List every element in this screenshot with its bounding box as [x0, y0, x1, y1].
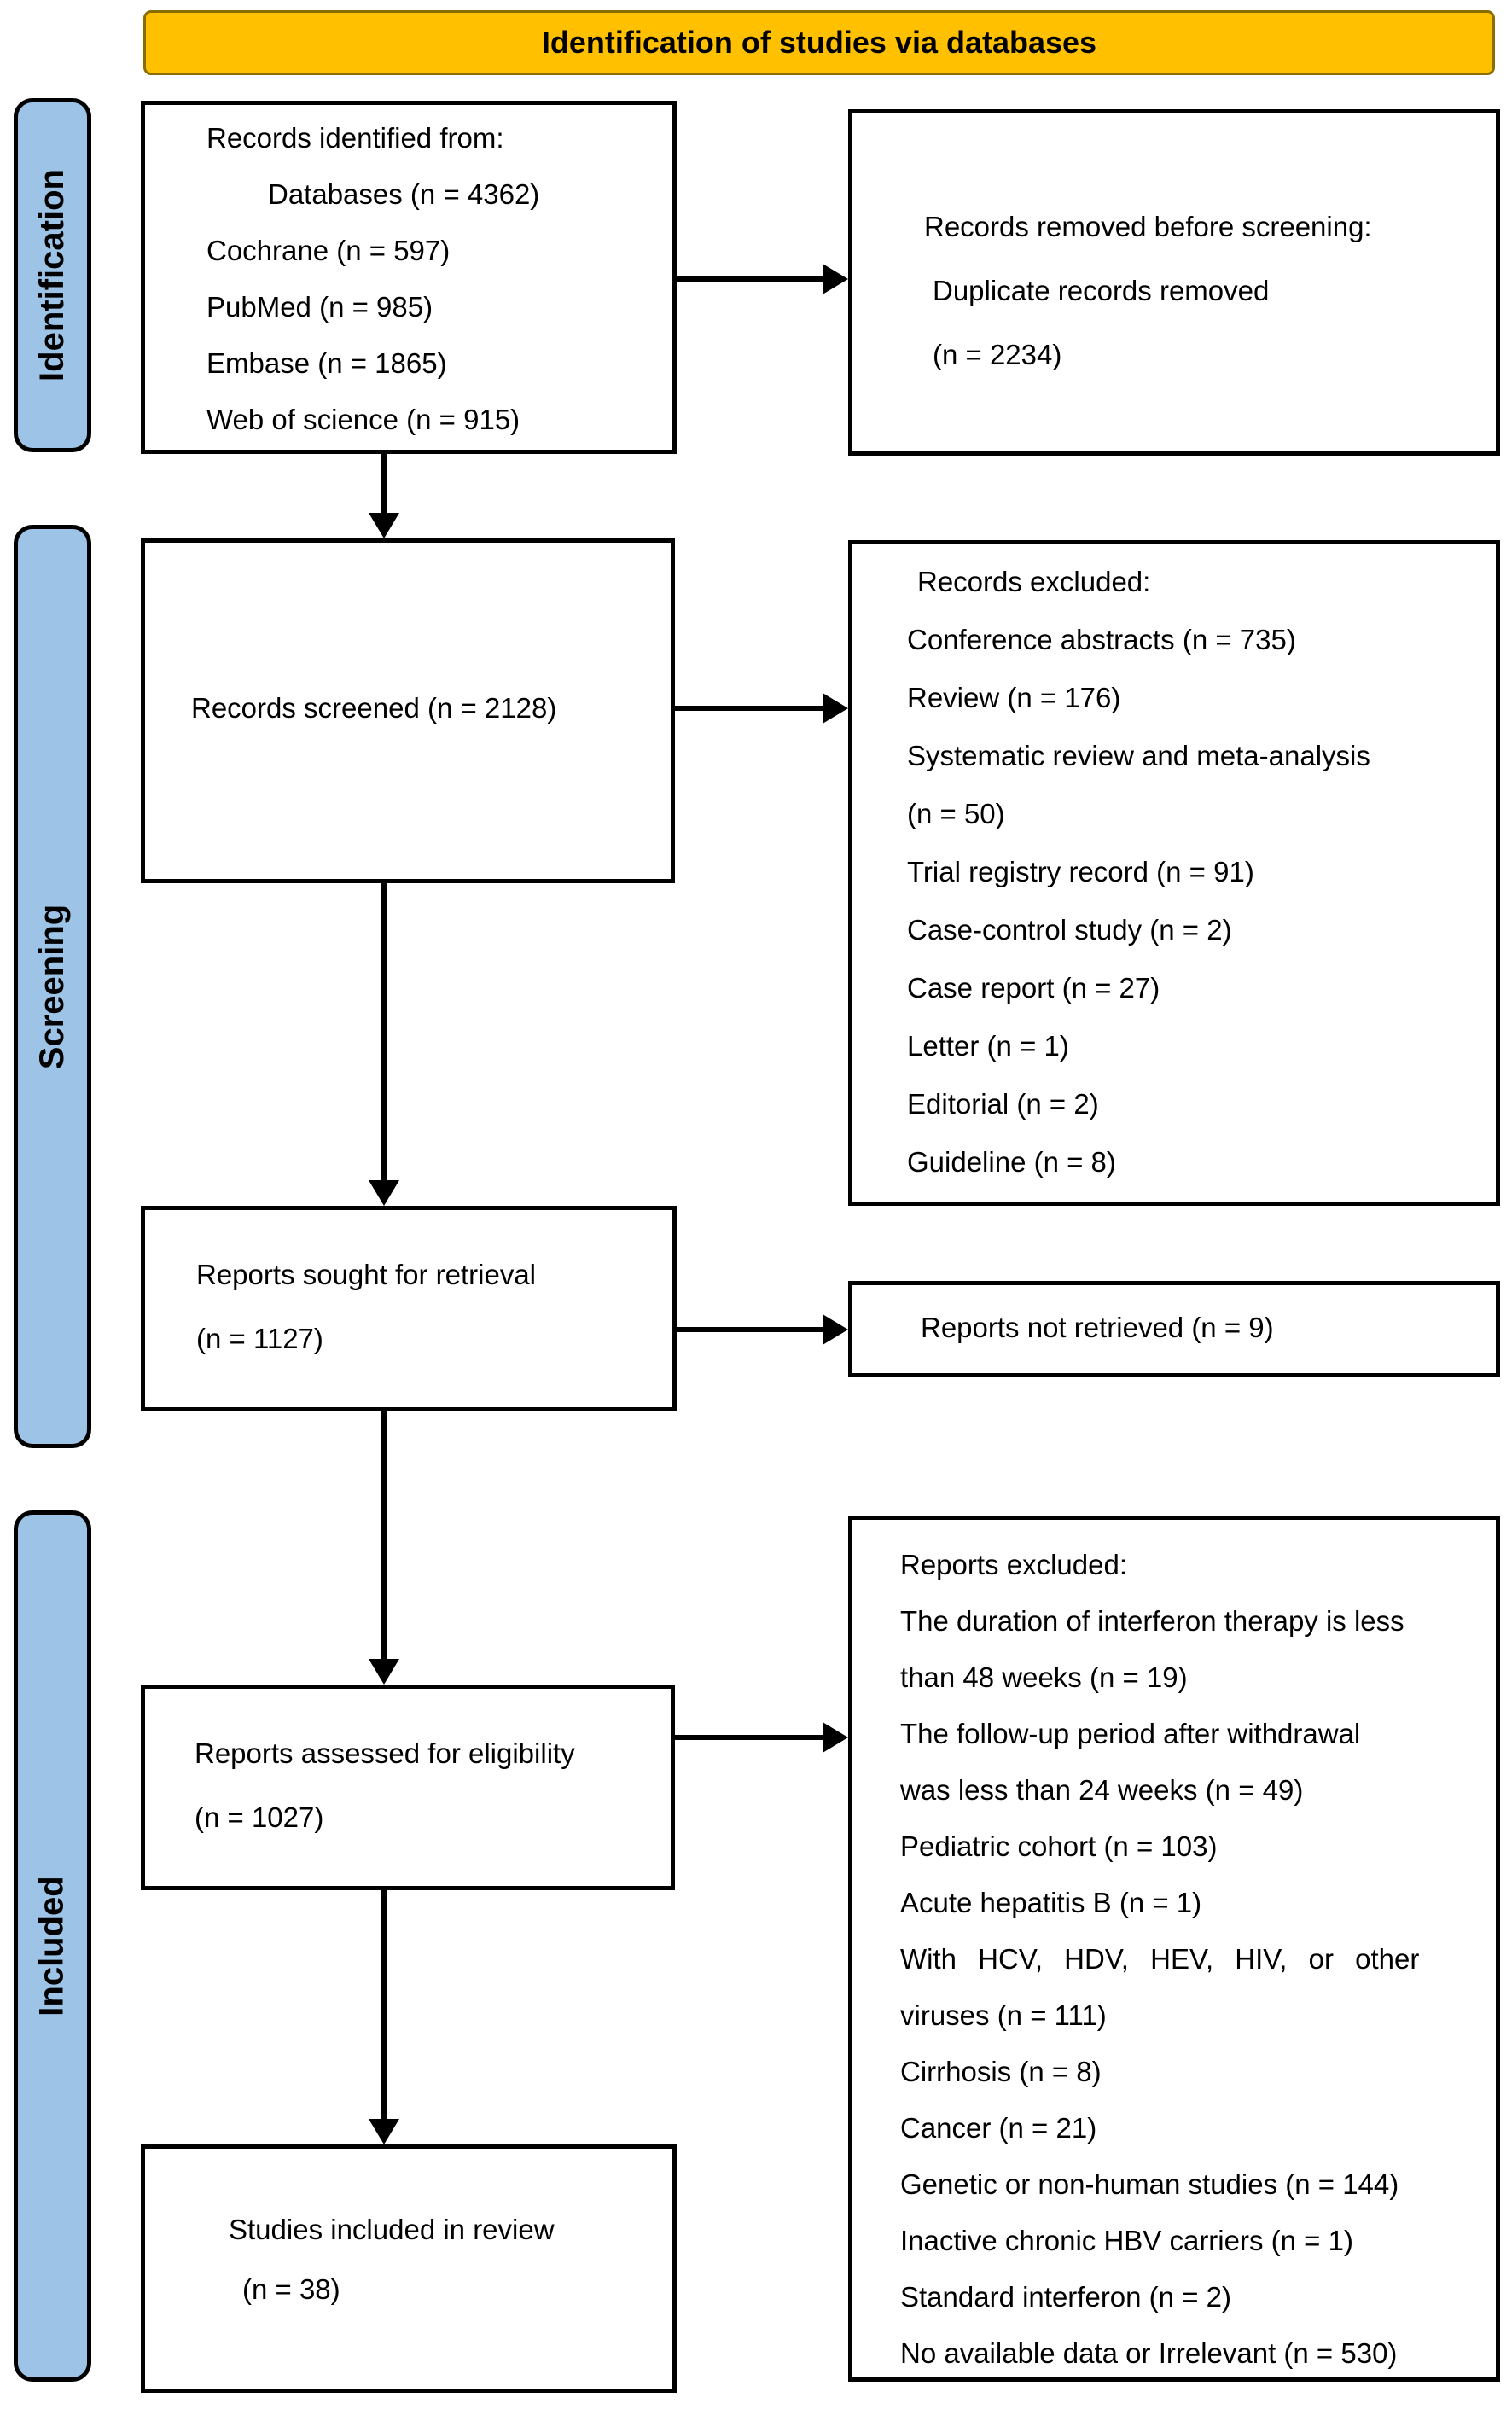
box-records-screened: Records screened (n = 2128) [141, 538, 675, 883]
flow-box-line: Records identified from: [206, 122, 504, 154]
flow-box-line: Cirrhosis (n = 8) [900, 2056, 1102, 2087]
stage-bar-screening: Screening [14, 525, 91, 1448]
box-studies-included: Studies included in review (n = 38) [141, 2144, 677, 2393]
arrow-head-icon [369, 513, 399, 538]
arrow-head-icon [369, 1180, 399, 1206]
top-banner: Identification of studies via databases [143, 10, 1495, 75]
flow-box-line: Reports not retrieved (n = 9) [921, 1312, 1274, 1343]
flow-box-line: Letter (n = 1) [907, 1030, 1069, 1062]
box-reports-sought: Reports sought for retrieval (n = 1127) [141, 1206, 677, 1411]
flow-box-line: Web of science (n = 915) [206, 404, 520, 435]
flow-box-line: (n = 2234) [933, 339, 1062, 370]
flow-box-line: With HCV, HDV, HEV, HIV, or other [900, 1943, 1420, 1975]
flow-box-line: (n = 1127) [196, 1323, 323, 1354]
arrow-shaft [677, 276, 823, 282]
flow-box-line: Reports sought for retrieval [196, 1259, 537, 1290]
box-reports-not-retrieved: Reports not retrieved (n = 9) [848, 1281, 1500, 1377]
flow-box-line: Reports assessed for eligibility [195, 1737, 575, 1769]
flow-box-line: Studies included in review [229, 2214, 555, 2245]
arrow-head-icon [369, 2119, 399, 2144]
flow-box-line: Editorial (n = 2) [907, 1088, 1099, 1120]
flow-box-line: Case-control study (n = 2) [907, 914, 1232, 946]
arrow-head-icon [823, 693, 848, 724]
stage-included-label: Included [33, 1876, 72, 2016]
flow-box-line: Genetic or non-human studies (n = 144) [900, 2168, 1399, 2200]
flow-box-line: (n = 50) [907, 798, 1005, 829]
box-records-excluded: Records excluded: Conference abstracts (… [848, 540, 1500, 1206]
flow-box-line: (n = 38) [242, 2273, 340, 2305]
flow-box-line: was less than 24 weeks (n = 49) [900, 1774, 1304, 1806]
stage-screening-label: Screening [33, 904, 71, 1069]
flow-box-line: Pediatric cohort (n = 103) [900, 1830, 1218, 1862]
flow-box-line: Systematic review and meta-analysis [907, 740, 1370, 771]
flow-box-line: Conference abstracts (n = 735) [907, 624, 1296, 655]
flow-box-line: PubMed (n = 985) [206, 291, 433, 323]
flow-box-line: Standard interferon (n = 2) [900, 2281, 1231, 2313]
flow-box-line: viruses (n = 111) [900, 1999, 1107, 2031]
top-banner-title: Identification of studies via databases [541, 25, 1097, 60]
arrow-head-icon [823, 1314, 848, 1345]
flow-box-line: The duration of interferon therapy is le… [900, 1605, 1404, 1637]
flow-box-line: No available data or Irrelevant (n = 530… [900, 2337, 1398, 2369]
arrow-head-icon [823, 1722, 848, 1753]
stage-bar-included: Included [14, 1510, 91, 2382]
arrow-shaft [381, 1411, 387, 1659]
flow-box-line: Records screened (n = 2128) [191, 692, 557, 724]
flow-box-line: Cancer (n = 21) [900, 2112, 1097, 2144]
arrow-head-icon [823, 264, 848, 294]
box-records-removed: Records removed before screening: Duplic… [848, 109, 1500, 456]
box-records-identified: Records identified from: Databases (n = … [141, 101, 677, 454]
flow-box-line: Reports excluded: [900, 1549, 1127, 1580]
stage-identification-label: Identification [33, 169, 72, 381]
arrow-shaft [381, 1890, 387, 2119]
flow-box-line: Records excluded: [917, 566, 1151, 597]
flow-box-line: The follow-up period after withdrawal [900, 1718, 1361, 1749]
arrow-shaft [677, 1327, 823, 1332]
box-reports-excluded: Reports excluded: The duration of interf… [848, 1516, 1500, 2382]
arrow-shaft [381, 454, 387, 513]
arrow-shaft [675, 706, 823, 711]
flow-box-line: Cochrane (n = 597) [206, 235, 451, 266]
flow-box-line: Duplicate records removed [933, 275, 1270, 306]
stage-bar-identification: Identification [14, 98, 91, 452]
flow-box-line: Case report (n = 27) [907, 972, 1160, 1004]
arrow-shaft [381, 883, 387, 1180]
arrow-head-icon [369, 1659, 399, 1685]
flow-box-line: Acute hepatitis B (n = 1) [900, 1887, 1202, 1918]
flow-box-line: Databases (n = 4362) [268, 178, 540, 210]
flow-box-line: Records removed before screening: [924, 211, 1372, 242]
flow-box-line: Embase (n = 1865) [206, 347, 447, 379]
flow-box-line: (n = 1027) [195, 1801, 324, 1833]
box-reports-assessed: Reports assessed for eligibility (n = 10… [141, 1685, 675, 1890]
flow-box-line: than 48 weeks (n = 19) [900, 1661, 1188, 1693]
flow-box-line: Review (n = 176) [907, 682, 1121, 713]
flow-box-line: Trial registry record (n = 91) [907, 856, 1254, 887]
flow-box-line: Guideline (n = 8) [907, 1146, 1116, 1178]
arrow-shaft [675, 1735, 823, 1740]
flow-box-line: Inactive chronic HBV carriers (n = 1) [900, 2225, 1353, 2256]
